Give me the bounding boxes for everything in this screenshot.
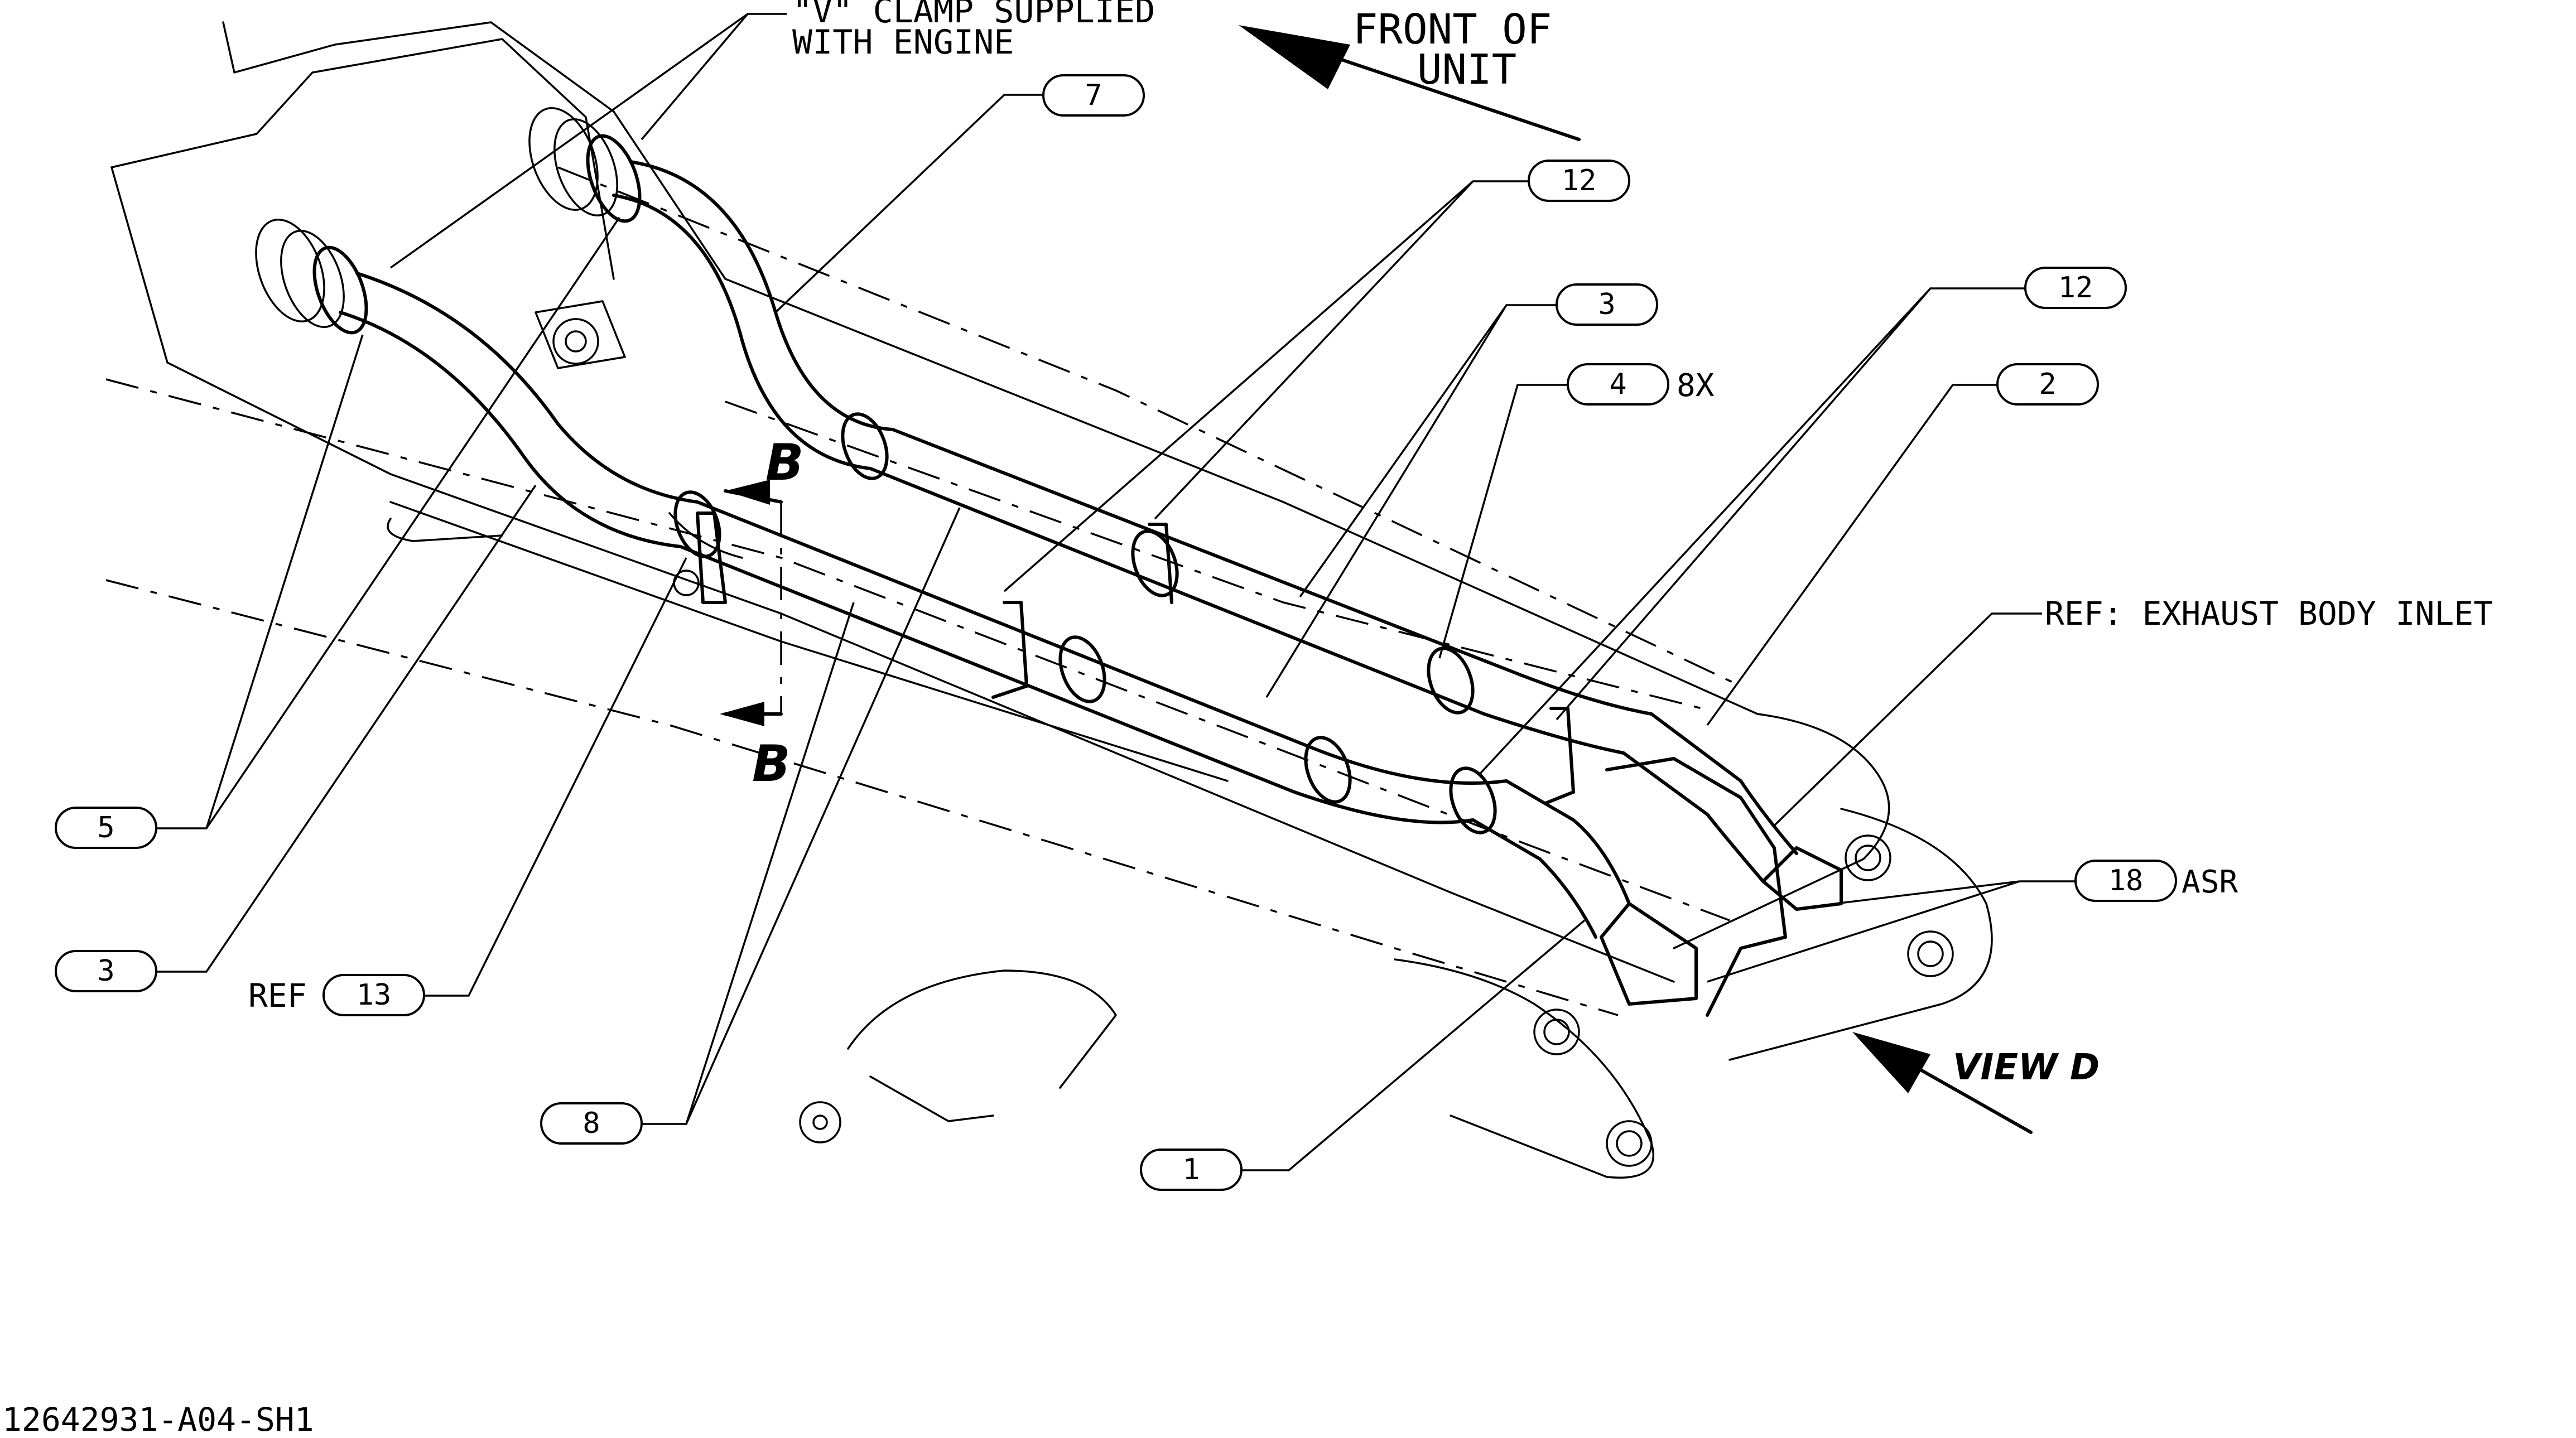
callout-1-label: 1 [1182, 1153, 1200, 1186]
section-b-label-bottom: B [752, 735, 791, 793]
leader-3-lower [156, 485, 537, 973]
asr-label: ASR [2182, 864, 2238, 900]
leader-5 [156, 217, 620, 829]
callout-12-right-label: 12 [2058, 271, 2093, 305]
leader-18 [1707, 880, 2076, 983]
exhaust-body-inlet [1605, 757, 1787, 1017]
callout-4 [1567, 363, 1669, 406]
view-d-label: VIEW D [1953, 1047, 2100, 1088]
leader-7 [774, 94, 1043, 313]
leader-2 [1706, 384, 1997, 726]
callout-3-lower-label: 3 [97, 954, 114, 988]
frame-details [535, 300, 1954, 1167]
qty-8x-label: 8X [1677, 368, 1715, 404]
front-of-unit-line1: FRONT OF [1353, 6, 1552, 54]
callout-1 [1140, 1149, 1243, 1191]
drawing-number: 12642931-A04-SH1 [2, 1401, 314, 1438]
callout-12-right [2024, 267, 2127, 309]
leader-8 [642, 507, 961, 1125]
callout-13 [322, 974, 425, 1016]
section-b-label-top: B [765, 433, 804, 492]
v-clamp-note-line2: WITH ENGINE [792, 23, 1014, 62]
exhaust-pipe-lower [255, 219, 1698, 1006]
callout-8 [540, 1102, 643, 1145]
callout-18 [2074, 860, 2177, 902]
ref-13-prefix: REF [248, 977, 307, 1015]
leader-13 [424, 557, 687, 997]
callout-2 [1996, 363, 2099, 406]
view-d-arrow [1852, 1032, 2033, 1134]
leader-ref-exhaust [1773, 612, 2042, 827]
callout-7 [1042, 74, 1145, 117]
callout-3-upper-label: 3 [1598, 288, 1615, 321]
front-of-unit-line2: UNIT [1417, 46, 1516, 94]
callout-4-label: 4 [1609, 368, 1626, 401]
v-clamp-note-line1: "V" CLAMP SUPPLIED [792, 0, 1155, 31]
callout-8-label: 8 [582, 1107, 600, 1140]
leader-3-upper [1265, 304, 1557, 698]
ref-exhaust-body-inlet: REF: EXHAUST BODY INLET [2045, 595, 2493, 633]
callout-13-label: 13 [357, 978, 392, 1012]
callout-12-upper [1528, 160, 1630, 202]
callout-5-label: 5 [97, 811, 114, 845]
callout-5 [55, 807, 157, 849]
callout-7-label: 7 [1085, 79, 1102, 112]
callout-3-upper [1556, 283, 1658, 326]
callout-12-upper-label: 12 [1562, 164, 1597, 197]
callout-3-lower [55, 950, 157, 992]
section-b-cut [720, 480, 783, 726]
leader-4 [1438, 384, 1568, 659]
callout-18-label: 18 [2108, 864, 2144, 897]
leader-1 [1241, 919, 1586, 1171]
leader-12-right [1477, 287, 2025, 776]
leader-12-upper [1003, 180, 1529, 592]
front-of-unit-arrow [1239, 25, 1581, 141]
exhaust-pipe-upper [528, 107, 1843, 911]
v-clamp-leader [389, 13, 787, 269]
callout-2-label: 2 [2039, 368, 2056, 401]
